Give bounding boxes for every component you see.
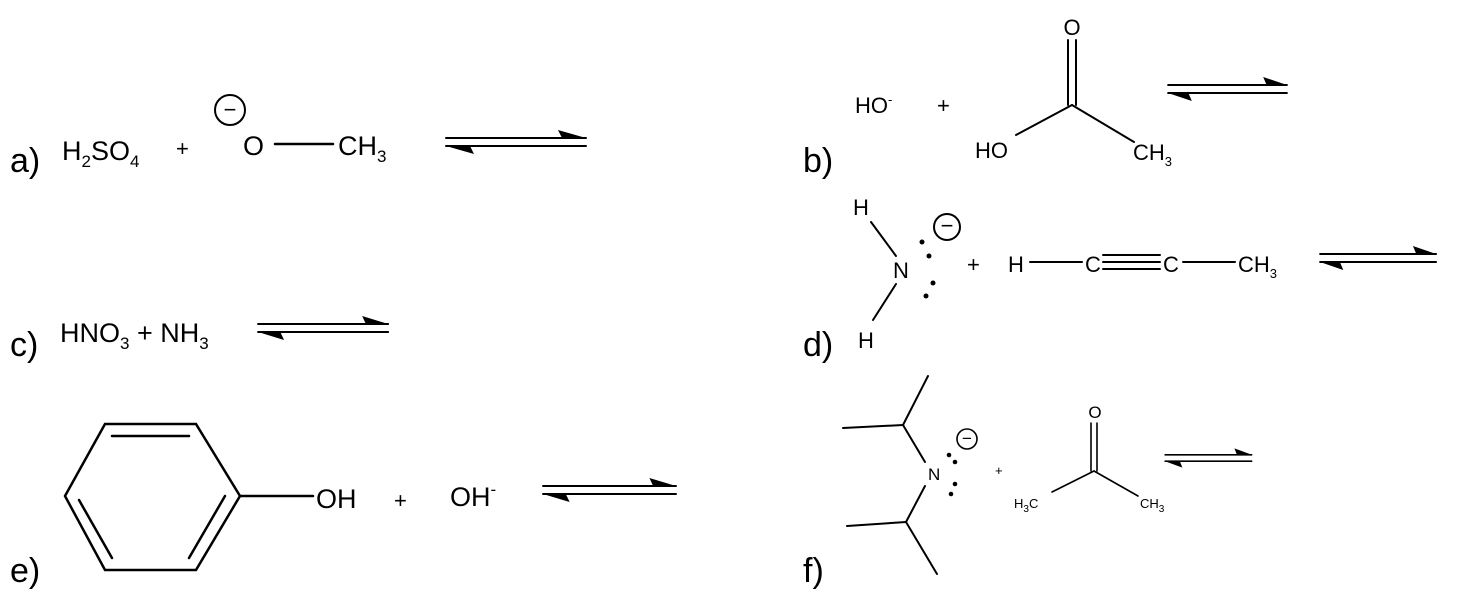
label-d: d) — [803, 326, 833, 364]
bond-c-ch3-right — [1093, 470, 1139, 497]
bond-ipr2-me2 — [905, 521, 938, 575]
reaction-a: a) H2SO4 + − O CH3 — [10, 94, 587, 180]
equilibrium-arrow-icon — [1319, 245, 1438, 271]
charge-f: − — [962, 429, 972, 448]
charge-d: − — [941, 213, 954, 238]
lone-pair-dot — [952, 459, 958, 465]
methyl-b: CH3 — [1133, 140, 1172, 169]
plus-b: + — [937, 93, 950, 118]
bond-n-h-bottom — [872, 283, 897, 321]
plus-a: + — [176, 136, 189, 161]
sulfuric-acid: H2SO4 — [62, 136, 139, 171]
hydrogen-d-top: H — [853, 195, 869, 220]
equilibrium-arrow-icon — [257, 315, 390, 341]
hydroxyl-b: HO — [975, 138, 1008, 163]
carbon-2: C — [1163, 252, 1179, 277]
hydroxide-e: OH- — [450, 480, 496, 512]
lone-pair-dot — [923, 293, 929, 299]
reaction-c: c) HNO3 + NH3 — [10, 315, 390, 364]
lone-pair-dot — [952, 481, 958, 487]
benzene-inner-bond-2 — [187, 494, 227, 560]
equilibrium-arrow-icon — [542, 477, 677, 503]
reaction-e: e) OH + OH- — [10, 422, 677, 590]
lone-pair-dot — [946, 452, 952, 458]
lone-pair-dot — [926, 253, 932, 259]
hydroxyl-e: OH — [316, 484, 357, 514]
nitrogen-f: N — [928, 465, 940, 484]
bond-ipr1-n — [902, 424, 926, 463]
nitrogen-d: N — [893, 258, 909, 283]
carbonyl-oxygen-b: O — [1063, 15, 1080, 40]
charge-a: − — [224, 97, 237, 122]
oxygen-a: O — [243, 131, 264, 161]
equilibrium-arrow-icon — [1164, 447, 1253, 469]
benzene-ring-icon — [63, 422, 242, 572]
equilibrium-arrow-icon — [445, 129, 587, 155]
carbon-1: C — [1085, 252, 1101, 277]
label-b: b) — [803, 142, 833, 180]
hydrogen-alkyne: H — [1008, 252, 1024, 277]
negative-charge-icon — [956, 428, 978, 450]
bond-h-n-top — [870, 221, 897, 257]
bond-ipr1-me2 — [902, 375, 929, 426]
plus-e: + — [394, 488, 407, 513]
negative-charge-icon — [933, 213, 961, 241]
hydrogen-d-bottom: H — [858, 328, 874, 353]
label-f: f) — [803, 552, 824, 590]
methyl-f-right: CH3 — [1140, 496, 1165, 515]
carbonyl-oxygen-f: O — [1088, 403, 1101, 422]
reaction-f: f) N − + O H3C CH3 — [803, 375, 1253, 590]
methyl-f-left: H3C — [1014, 496, 1038, 515]
bond-ipr1-me1 — [842, 424, 904, 429]
bond-n-ipr2 — [905, 485, 926, 523]
plus-f: + — [995, 463, 1003, 478]
plus-d: + — [967, 252, 980, 277]
label-a: a) — [10, 142, 40, 180]
lone-pair-dot — [919, 239, 925, 245]
hydroxide-b: HO- — [855, 92, 892, 118]
label-e: e) — [10, 552, 40, 590]
nitric-acid-ammonia: HNO3 + NH3 — [60, 318, 209, 353]
lone-pair-dot — [948, 491, 954, 497]
bond-c-ch3-left — [1051, 470, 1095, 493]
bond-c-oh — [1015, 104, 1073, 136]
negative-charge-icon — [214, 94, 246, 126]
label-c: c) — [10, 326, 38, 364]
bond-c-ch3 — [1071, 104, 1135, 143]
methyl-a: CH3 — [338, 131, 386, 166]
methyl-d: CH3 — [1238, 252, 1277, 281]
reaction-b: b) HO- + O HO CH3 — [803, 15, 1288, 180]
reaction-d: d) H N H − + H C C CH3 — [803, 195, 1438, 364]
benzene-inner-bond-3 — [77, 498, 114, 560]
lone-pair-dot — [930, 280, 936, 286]
bond-ipr2-me1 — [846, 521, 907, 527]
equilibrium-arrow-icon — [1167, 76, 1288, 102]
